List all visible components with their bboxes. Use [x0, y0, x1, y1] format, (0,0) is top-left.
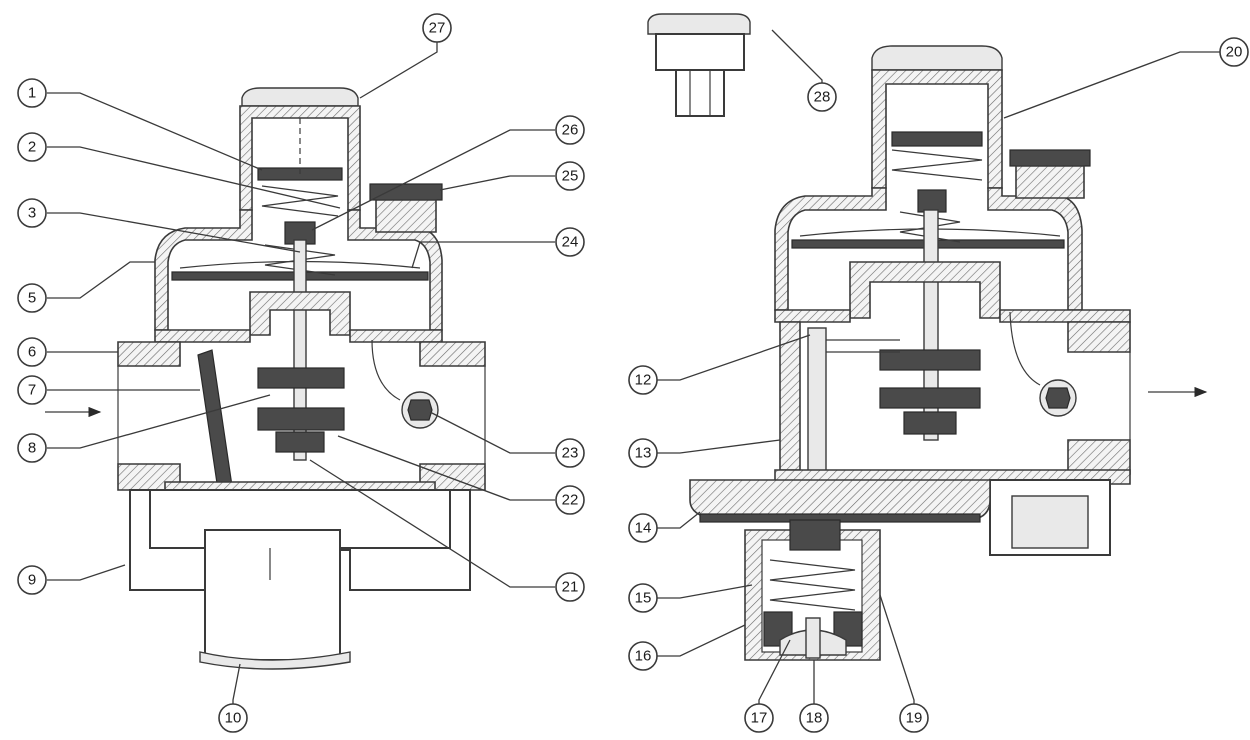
callout-8: 8: [17, 433, 47, 463]
callout-label-12: 12: [635, 372, 652, 389]
callout-label-18: 18: [806, 710, 823, 727]
callout-26: 26: [555, 115, 585, 145]
callout-label-8: 8: [28, 440, 36, 457]
callout-10: 10: [218, 703, 248, 733]
callout-17: 17: [744, 703, 774, 733]
callout-label-17: 17: [751, 710, 768, 727]
callout-27: 27: [422, 13, 452, 43]
callout-label-9: 9: [28, 572, 36, 589]
callout-label-26: 26: [562, 122, 579, 139]
callout-15: 15: [628, 583, 658, 613]
callout-label-28: 28: [814, 89, 831, 106]
callout-label-25: 25: [562, 168, 579, 185]
callout-3: 3: [17, 198, 47, 228]
callout-12: 12: [628, 365, 658, 395]
callout-label-6: 6: [28, 344, 36, 361]
callout-label-16: 16: [635, 648, 652, 665]
callout-22: 22: [555, 485, 585, 515]
callout-9: 9: [17, 565, 47, 595]
callout-label-5: 5: [28, 290, 36, 307]
callout-label-24: 24: [562, 234, 579, 251]
callout-23: 23: [555, 438, 585, 468]
callout-label-2: 2: [28, 139, 36, 156]
callout-1: 1: [17, 78, 47, 108]
callout-18: 18: [799, 703, 829, 733]
callout-5: 5: [17, 283, 47, 313]
callout-20: 20: [1219, 37, 1249, 67]
callout-16: 16: [628, 641, 658, 671]
callout-label-1: 1: [28, 85, 36, 102]
callout-label-27: 27: [429, 20, 446, 37]
callout-label-14: 14: [635, 520, 652, 537]
callout-label-7: 7: [28, 382, 36, 399]
callout-7: 7: [17, 375, 47, 405]
callout-label-20: 20: [1226, 44, 1243, 61]
callout-label-10: 10: [225, 710, 242, 727]
callout-label-19: 19: [906, 710, 923, 727]
callout-24: 24: [555, 227, 585, 257]
callout-25: 25: [555, 161, 585, 191]
callout-label-21: 21: [562, 579, 579, 596]
left-regulator-view: [45, 87, 486, 670]
callout-28: 28: [807, 82, 837, 112]
callout-6: 6: [17, 337, 47, 367]
callout-14: 14: [628, 513, 658, 543]
callout-label-13: 13: [635, 445, 652, 462]
callout-19: 19: [899, 703, 929, 733]
callout-21: 21: [555, 572, 585, 602]
callout-label-3: 3: [28, 205, 36, 222]
callout-label-22: 22: [562, 492, 579, 509]
callout-label-23: 23: [562, 445, 579, 462]
callout-2: 2: [17, 132, 47, 162]
callout-13: 13: [628, 438, 658, 468]
right-regulator-view: [647, 13, 1208, 661]
callout-label-15: 15: [635, 590, 652, 607]
